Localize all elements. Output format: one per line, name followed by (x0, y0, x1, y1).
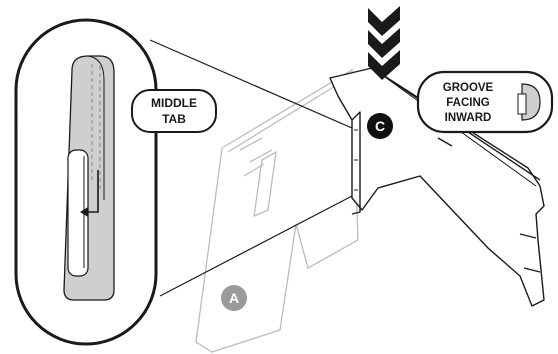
part-a-label: A (229, 290, 239, 306)
zoom-leader-lines (149, 39, 353, 297)
middle-tab-label-line2: TAB (162, 112, 186, 126)
part-c-badge: C (367, 113, 393, 139)
groove-label-line3: INWARD (445, 112, 492, 124)
part-a-badge: A (221, 285, 247, 311)
bent-arrow-icon (80, 170, 99, 217)
part-c-label: C (375, 118, 385, 134)
chevron-down-stack-icon (368, 6, 400, 80)
zoom-inset (14, 18, 158, 346)
middle-tab-label-line1: MIDDLE (151, 96, 197, 110)
groove-label-line2: FACING (446, 97, 490, 109)
groove-callout: GROOVE FACING INWARD (416, 70, 554, 134)
groove-label-line1: GROOVE (443, 82, 494, 94)
part-a-panel (195, 68, 359, 353)
middle-tab-callout: MIDDLE TAB (131, 89, 217, 133)
